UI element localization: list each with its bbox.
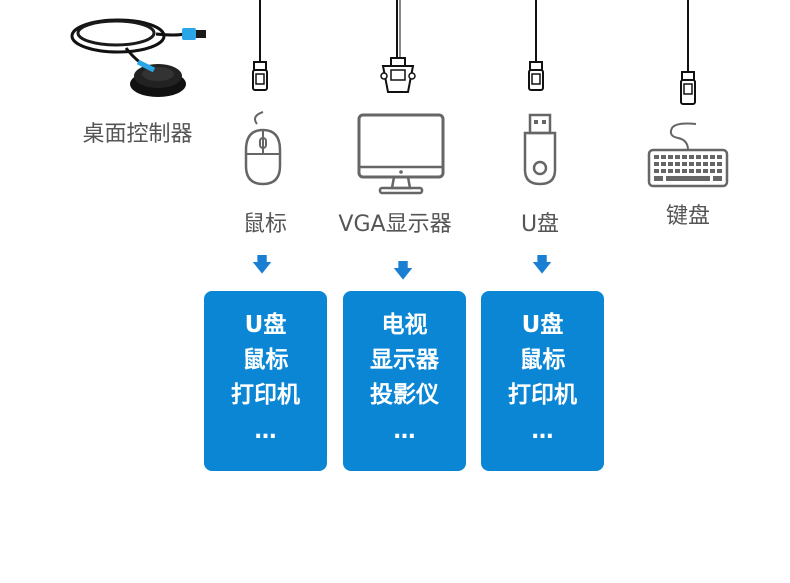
- compatible-devices-card: 电视 显示器 投影仪 …: [343, 291, 466, 471]
- card-item: 电视: [381, 312, 428, 338]
- device-label-usb: U盘: [520, 212, 560, 237]
- device-label-monitor: VGA显示器: [338, 212, 452, 237]
- keyboard-cable-icon: [674, 0, 702, 108]
- card-item: 鼠标: [242, 347, 289, 373]
- compatible-devices-card: U盘 鼠标 打印机 …: [481, 291, 604, 471]
- vga-cable-icon: [380, 0, 416, 98]
- usb-drive-icon: [520, 112, 560, 188]
- desktop-controller-icon: [66, 6, 216, 101]
- card-item: 显示器: [370, 347, 439, 373]
- card-item: U盘: [244, 312, 287, 338]
- usb-cable-icon: [522, 0, 550, 98]
- device-label-keyboard: 键盘: [665, 204, 710, 229]
- card-item: 打印机: [231, 382, 300, 408]
- card-more: …: [393, 419, 416, 444]
- mouse-cable-icon: [246, 0, 274, 98]
- card-more: …: [531, 419, 554, 444]
- card-item: 鼠标: [519, 347, 566, 373]
- card-item: 打印机: [508, 382, 577, 408]
- mouse-icon: [240, 110, 286, 188]
- device-label-mouse: 鼠标: [242, 212, 287, 237]
- card-item: 投影仪: [370, 382, 439, 408]
- down-arrow-icon: 🡇: [251, 252, 273, 276]
- keyboard-icon: [646, 120, 730, 190]
- card-item: U盘: [521, 312, 564, 338]
- controller-label: 桌面控制器: [82, 122, 193, 147]
- down-arrow-icon: 🡇: [531, 252, 553, 276]
- monitor-icon: [356, 112, 446, 198]
- card-more: …: [254, 419, 277, 444]
- compatible-devices-card: U盘 鼠标 打印机 …: [204, 291, 327, 471]
- down-arrow-icon: 🡇: [392, 258, 414, 282]
